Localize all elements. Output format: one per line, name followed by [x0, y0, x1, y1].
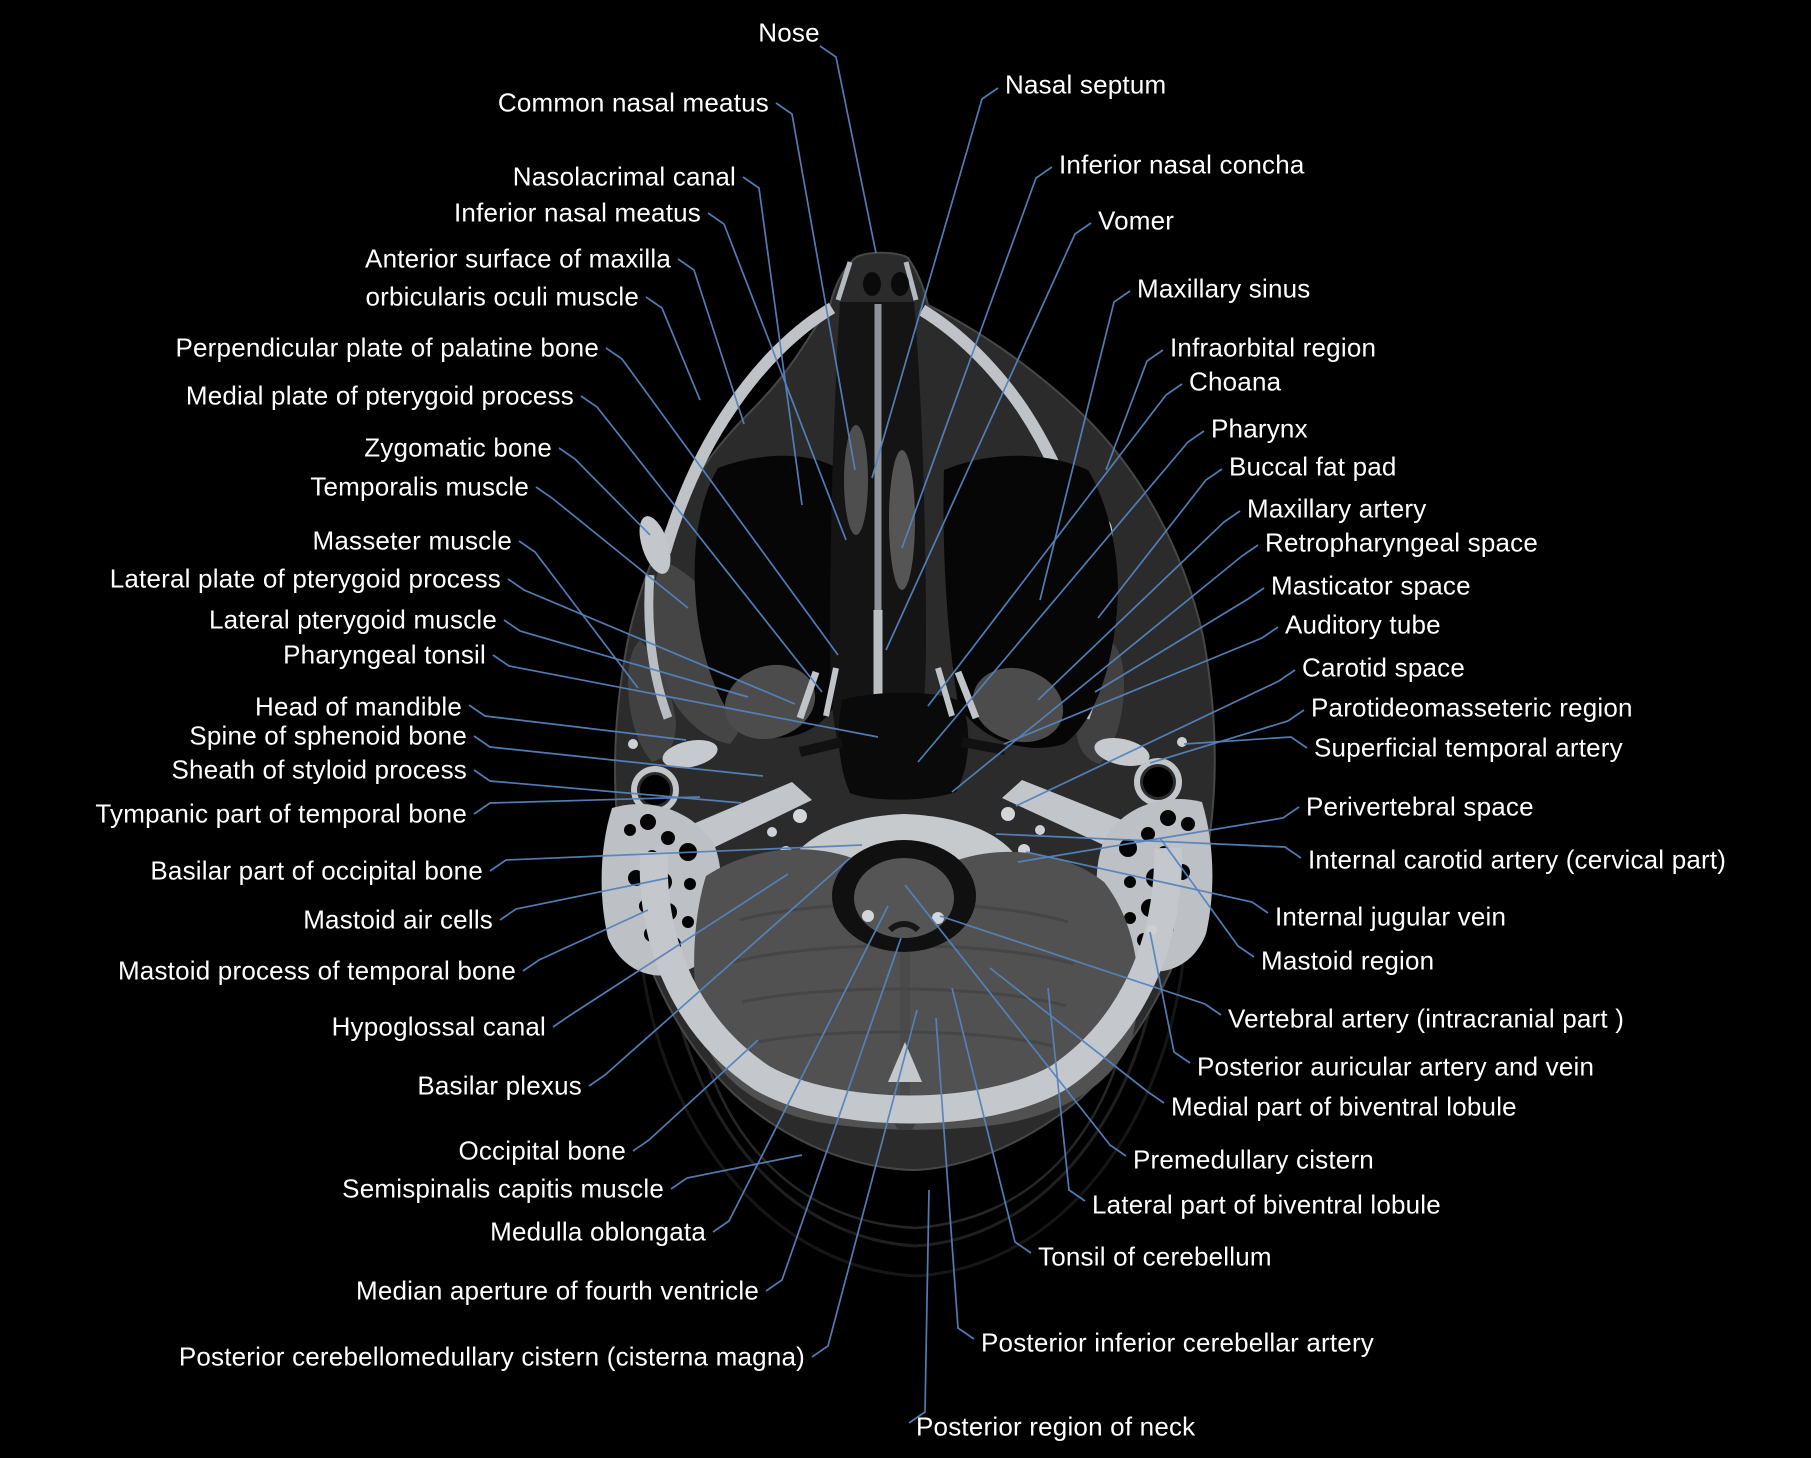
leader-line-medulla-oblongata	[712, 905, 889, 1233]
leader-line-common-nasal-meatus	[775, 102, 856, 471]
leader-line-maxillary-sinus	[1039, 290, 1131, 601]
leader-line-choana	[927, 383, 1183, 707]
leader-line-pharyngeal-tonsil	[492, 654, 879, 738]
leader-line-inferior-nasal-concha	[901, 166, 1053, 549]
leader-line-parotideomasseteric-region	[1149, 709, 1305, 764]
leader-line-premedullary-cistern	[904, 884, 1127, 1157]
leader-line-auditory-tube	[1003, 626, 1279, 745]
leader-line-basilar-plexus	[588, 857, 851, 1087]
leader-line-medial-plate-of-pterygoid-process	[580, 395, 823, 693]
leader-line-orbicularis-oculi-muscle	[645, 296, 701, 401]
leader-line-medial-part-of-biventral-lobule	[989, 967, 1165, 1104]
leader-line-lateral-part-of-biventral-lobule	[1047, 987, 1086, 1202]
leader-line-temporalis-muscle	[535, 486, 689, 609]
leader-line-nose	[819, 45, 877, 254]
leader-line-sheath-of-styloid-process	[473, 769, 743, 804]
leader-line-mastoid-region	[1159, 837, 1255, 958]
leader-line-tympanic-part-of-temporal-bone	[473, 796, 701, 815]
leader-line-inferior-nasal-meatus	[707, 212, 847, 541]
leader-line-posterior-region-of-neck	[908, 1189, 930, 1424]
leader-line-infraorbital-region	[1105, 349, 1164, 471]
leader-line-buccal-fat-pad	[1097, 468, 1223, 619]
ct-brainstem	[832, 840, 976, 952]
leader-line-zygomatic-bone	[558, 447, 651, 536]
leader-line-perpendicular-plate-of-palatine-bone	[605, 347, 839, 656]
leader-line-posterior-auricular-artery-and-vein	[1149, 931, 1191, 1064]
leader-line-masticator-space	[1094, 587, 1265, 693]
leader-line-median-aperture-of-fourth-ventricle	[765, 937, 902, 1292]
leader-line-hypoglossal-canal	[552, 873, 789, 1028]
leader-line-nasal-septum	[871, 87, 999, 479]
ct-occipital-bone-ring	[639, 847, 1183, 1124]
leader-line-maxillary-artery	[1037, 510, 1241, 701]
leader-line-masseter-muscle	[518, 540, 639, 689]
leader-line-pharynx	[917, 430, 1205, 763]
leader-line-mastoid-air-cells	[499, 877, 669, 921]
leader-line-lateral-pterygoid-muscle	[503, 619, 749, 698]
leader-line-spine-of-sphenoid-bone	[473, 735, 764, 777]
leader-line-carotid-space	[1015, 669, 1296, 807]
leader-line-lateral-plate-of-pterygoid-process	[507, 578, 796, 705]
leader-line-nasolacrimal-canal	[742, 176, 803, 506]
leader-line-head-of-mandible	[468, 704, 687, 741]
leader-line-vomer	[885, 222, 1092, 651]
leader-line-vertebral-artery-intracranial-part	[939, 915, 1222, 1016]
leader-line-perivertebral-space	[1017, 806, 1300, 863]
leader-line-semispinalis-capitis-muscle	[670, 1154, 803, 1190]
leader-line-tonsil-of-cerebellum	[951, 987, 1032, 1254]
leader-line-internal-jugular-vein	[1025, 851, 1269, 914]
leader-line-anterior-surface-of-maxilla	[677, 258, 745, 425]
leader-line-mastoid-process-of-temporal-bone	[522, 909, 649, 972]
leader-line-superficial-temporal-artery	[1183, 736, 1308, 749]
leader-line-posterior-cerebellomedullary-cistern-cisterna-magna	[811, 1009, 918, 1358]
leader-line-posterior-inferior-cerebellar-artery	[935, 1017, 975, 1340]
leader-line-retropharyngeal-space	[951, 544, 1259, 793]
leader-line-internal-carotid-artery-cervical-part	[995, 833, 1302, 859]
ct-nasopharynx	[798, 692, 1006, 800]
leader-line-basilar-part-of-occipital-bone	[489, 844, 863, 872]
leader-line-occipital-bone	[632, 1039, 759, 1152]
